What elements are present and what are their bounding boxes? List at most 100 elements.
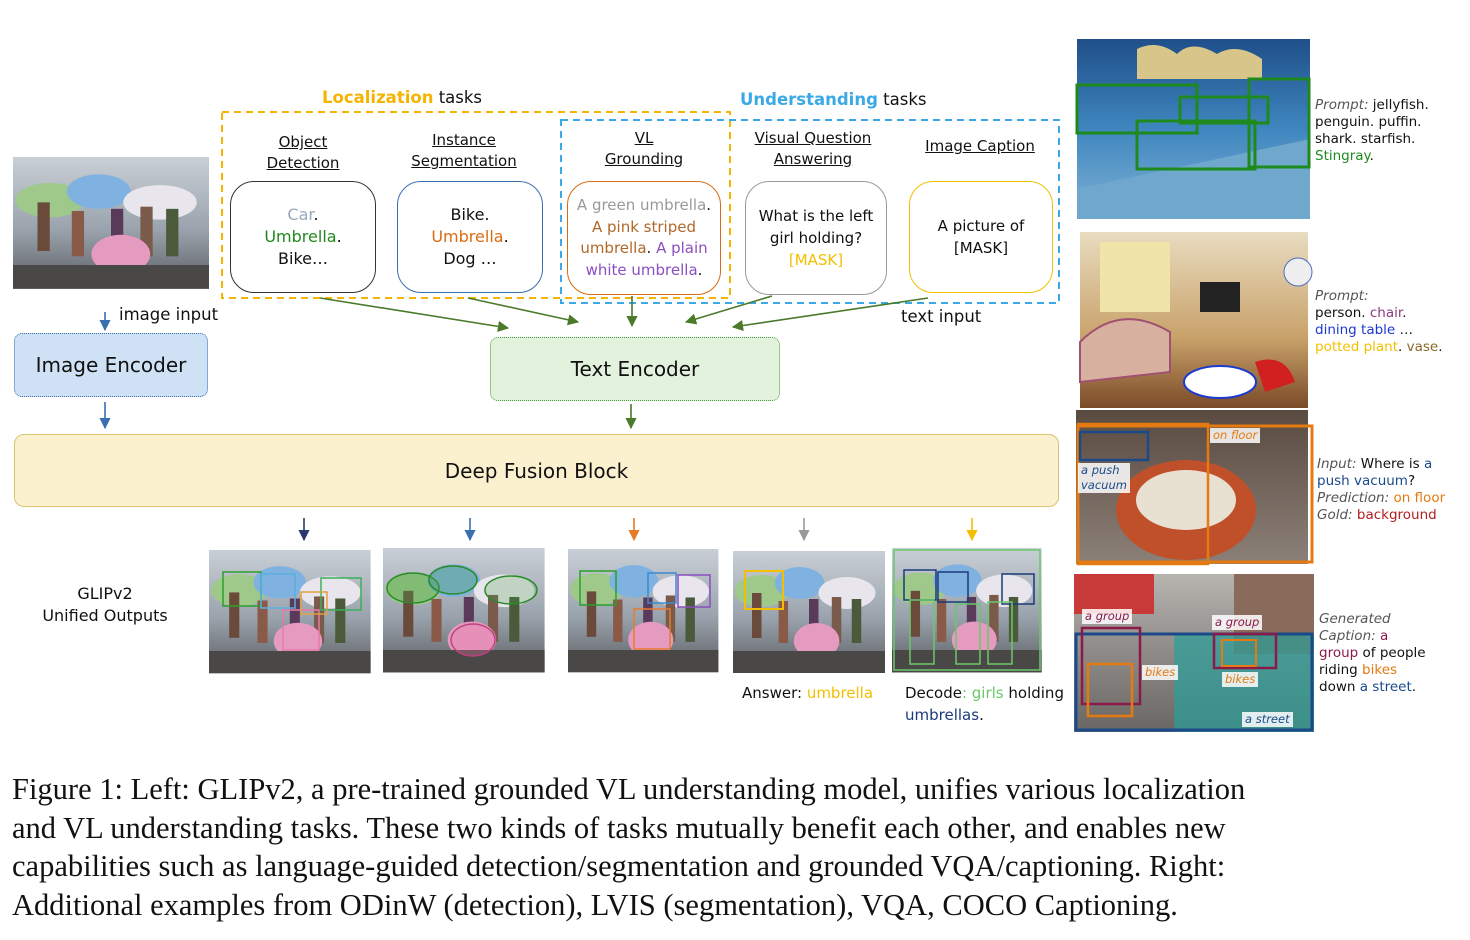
localization-group-box xyxy=(221,111,731,299)
text-input-label: text input xyxy=(901,307,982,326)
output-image-od xyxy=(209,550,371,674)
coco-riding: riding xyxy=(1319,662,1363,678)
vg-dot2: . xyxy=(646,239,657,257)
decode-holding: holding xyxy=(1003,684,1064,702)
vqa-box-label-floor: on floor xyxy=(1210,428,1261,443)
task-box-instance-segmentation: Bike. Umbrella. Dog … xyxy=(397,181,543,293)
localization-word: Localization xyxy=(322,88,434,107)
understanding-word: Understanding xyxy=(740,90,878,109)
output-image-cap xyxy=(892,548,1042,673)
image-input-label: image input xyxy=(119,305,219,324)
coco-caption-text: Generated Caption: a group of people rid… xyxy=(1319,611,1426,696)
is-title-line1: Instance xyxy=(432,131,496,149)
understanding-group-box xyxy=(560,119,1060,304)
odinw-l2: penguin. puffin. xyxy=(1315,114,1422,130)
cap-mask: [MASK] xyxy=(953,239,1009,257)
coco-label-bikes2: bikes xyxy=(1222,672,1259,687)
example-image-coco xyxy=(1074,574,1314,732)
task-box-object-detection: Car. Umbrella. Bike… xyxy=(230,181,376,293)
coco-of-people: of people xyxy=(1358,645,1426,661)
coco-end: . xyxy=(1411,679,1417,695)
task-title-vqa: Visual Question Answering xyxy=(743,128,883,170)
caption-line-4: Additional examples from ODinW (detectio… xyxy=(12,887,1178,922)
task-arrows xyxy=(319,295,929,332)
is-umbrella: Umbrella xyxy=(431,227,504,246)
is-bike: Bike. xyxy=(450,205,490,224)
text-encoder-block: Text Encoder xyxy=(490,337,780,401)
figure-caption: Figure 1: Left: GLIPv2, a pre-trained gr… xyxy=(12,770,1462,924)
coco-label-street: a street xyxy=(1242,712,1293,727)
vqa-q2-end: ? xyxy=(1407,473,1416,489)
is-dog: Dog … xyxy=(443,249,497,268)
vqa-mask: [MASK] xyxy=(788,251,844,269)
image-encoder-block: Image Encoder xyxy=(14,333,208,397)
coco-bikes: bikes xyxy=(1362,662,1398,678)
example-image-odinw xyxy=(1075,39,1311,219)
vqa-box-label-push-l2: vacuum xyxy=(1081,478,1127,492)
decode-girls: girls xyxy=(971,684,1004,702)
localization-suffix: tasks xyxy=(433,88,483,107)
coco-label-group2: a group xyxy=(1212,615,1263,630)
caption-line-2: and VL understanding tasks. These two ki… xyxy=(12,810,1226,845)
task-title-instance-segmentation: Instance Segmentation xyxy=(399,130,529,172)
lvis-person: person. xyxy=(1315,305,1370,321)
lvis-prompt-key: Prompt: xyxy=(1315,288,1369,304)
od-umbrella: Umbrella xyxy=(264,227,337,246)
vg-white-umbrella: white umbrella xyxy=(585,260,698,279)
task-box-image-caption: A picture of [MASK] xyxy=(909,181,1053,293)
vqa-push-vacuum: push vacuum xyxy=(1317,473,1408,489)
answer-prefix: Answer: xyxy=(742,684,807,702)
vqa-example-text: Input: Where is a push vacuum? Predictio… xyxy=(1317,456,1445,524)
vg-green-umbrella: A green umbrella xyxy=(576,196,707,214)
vqa-box-label-push-l1: a push xyxy=(1081,463,1120,477)
output-image-vg xyxy=(568,549,719,673)
vqa-line2: girl holding? xyxy=(769,229,863,247)
cap-title-line: Image Caption xyxy=(925,137,1035,155)
lvis-potted-plant: potted plant xyxy=(1315,339,1399,355)
vqa-title-line1: Visual Question xyxy=(754,129,872,147)
decode-prefix: Decode xyxy=(905,684,962,702)
odinw-stingray: Stingray xyxy=(1315,148,1370,164)
vqa-pred-value: on floor xyxy=(1389,490,1446,506)
image-encoder-label: Image Encoder xyxy=(35,353,187,377)
vqa-title-line2: Answering xyxy=(773,150,853,168)
od-umbrella-dot: . xyxy=(336,227,342,246)
vg-a-plain: A plain xyxy=(656,239,708,257)
decode-label: Decode: girls holding umbrellas. xyxy=(905,683,1065,726)
task-title-object-detection: Object Detection xyxy=(243,132,363,174)
diagram-canvas xyxy=(13,111,1060,674)
caption-line-1: Figure 1: Left: GLIPv2, a pre-trained gr… xyxy=(12,772,1246,806)
task-box-vqa: What is the left girl holding? [MASK] xyxy=(745,181,887,295)
understanding-heading: Understanding tasks xyxy=(740,90,926,109)
caption-line-3: capabilities such as language-guided det… xyxy=(12,849,1226,883)
od-bike: Bike… xyxy=(278,249,328,268)
vqa-gold-value: background xyxy=(1352,507,1437,523)
answer-value: umbrella xyxy=(806,684,874,702)
od-car: Car xyxy=(287,205,314,224)
example-image-lvis xyxy=(1079,232,1313,408)
text-encoder-label: Text Encoder xyxy=(570,357,700,381)
example-image-vqa xyxy=(1076,410,1314,566)
lvis-l3-dot: . xyxy=(1438,339,1443,355)
vg-dot1: . xyxy=(706,196,712,214)
vqa-gold-key: Gold: xyxy=(1317,507,1353,523)
odinw-l3: shark. starfish. xyxy=(1315,131,1416,147)
decode-colon: : xyxy=(961,684,972,702)
task-box-vl-grounding: A green umbrella. A pink striped umbrell… xyxy=(567,181,721,295)
od-title-line2: Detection xyxy=(266,154,340,172)
vg-umbrella: umbrella xyxy=(580,239,647,257)
lvis-vase: vase xyxy=(1406,339,1439,355)
coco-generated: Generated xyxy=(1319,611,1391,627)
odinw-l4-dot: . xyxy=(1369,148,1374,164)
lvis-l3-sep: . xyxy=(1398,339,1407,355)
answer-label: Answer: umbrella xyxy=(742,684,873,702)
coco-street: a street xyxy=(1359,679,1412,695)
vg-title-line2: Grounding xyxy=(604,150,684,168)
cap-line1: A picture of xyxy=(937,217,1025,235)
vg-pink-striped: A pink striped xyxy=(592,217,696,236)
lvis-prompt-text: Prompt: person. chair. dining table … po… xyxy=(1315,288,1443,356)
lvis-dining-table: dining table xyxy=(1315,322,1396,338)
decode-end: . xyxy=(979,705,984,724)
lvis-chair: chair xyxy=(1369,305,1403,321)
